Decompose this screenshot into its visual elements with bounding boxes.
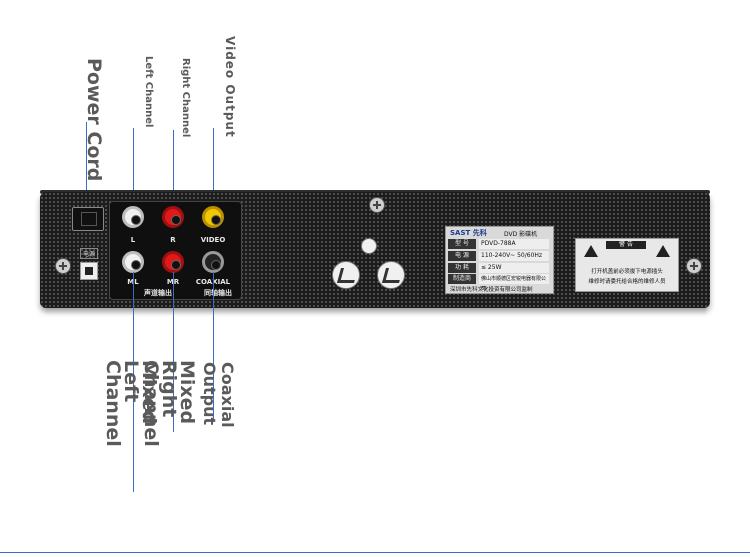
nameplate-product: DVD 影碟机	[504, 231, 538, 238]
power-socket	[72, 207, 104, 231]
screw-icon	[686, 258, 702, 274]
nameplate-key: 功 耗	[448, 263, 476, 273]
nameplate-row: 型 号 PDVD-788A	[448, 239, 549, 249]
warning-label: 警 告 打开机盖前必须拔下电源插头 维修时请委托给合格的维修人员	[575, 238, 679, 292]
r-jack-label: R	[170, 236, 176, 244]
l-jack-label: L	[130, 236, 136, 244]
power-cord-line	[86, 122, 87, 210]
power-cord-label: Power Cord	[83, 58, 105, 182]
nameplate-value: 佛山市顺德区宏锐电器有限公司	[479, 274, 549, 292]
left-channel-label: Left Channel	[143, 56, 154, 128]
coaxial-jack-label: COAXIAL	[188, 278, 238, 286]
mixed-right-label: Mixed Right Channel	[140, 360, 198, 447]
nameplate-value: ≤ 25W	[479, 263, 549, 273]
nameplate-value: PDVD-788A	[479, 239, 549, 249]
optical-port	[80, 262, 98, 280]
r-jack	[162, 206, 184, 228]
nameplate-key: 型 号	[448, 239, 476, 249]
warning-triangle-icon	[656, 245, 670, 257]
nameplate-row: 电 源 110-240V~ 50/60Hz	[448, 251, 549, 261]
left-channel-line	[133, 128, 134, 210]
coaxial-output-label: Coaxial Output	[200, 362, 237, 428]
nameplate-brand: SAST 先科	[450, 229, 487, 237]
ccc-cert-icon	[361, 238, 377, 254]
energy-cert-icon	[332, 261, 360, 289]
bottom-divider	[0, 552, 750, 553]
nameplate-footer: 深圳市先科文化投资有限公司监制	[450, 287, 533, 293]
nameplate-key: 制造商	[448, 274, 476, 284]
coax-out-label: 同轴输出	[204, 289, 232, 297]
warning-triangle-icon	[584, 245, 598, 257]
ml-jack	[122, 251, 144, 273]
nameplate-row: 制造商 佛山市顺德区宏锐电器有限公司	[448, 274, 549, 292]
mr-jack	[162, 251, 184, 273]
nameplate-value: 110-240V~ 50/60Hz	[479, 251, 549, 261]
safety-cert-icon	[377, 261, 405, 289]
warning-line-1: 打开机盖前必须拔下电源插头	[591, 269, 663, 275]
coaxial-jack	[202, 251, 224, 273]
warning-line-2: 维修时请委托给合格的维修人员	[588, 279, 666, 285]
nameplate-row: 功 耗 ≤ 25W	[448, 263, 549, 273]
video-jack	[202, 206, 224, 228]
rating-nameplate: SAST 先科 DVD 影碟机 型 号 PDVD-788A 电 源 110-24…	[445, 226, 554, 294]
video-output-line	[213, 128, 214, 210]
video-output-label: Video Output	[223, 36, 237, 138]
mixed-right-line	[173, 272, 174, 432]
right-channel-label: Right Channel	[180, 58, 191, 138]
l-jack	[122, 206, 144, 228]
mixed-left-line	[133, 272, 134, 492]
audio-out-label: 声道输出	[144, 289, 172, 297]
screw-icon	[55, 258, 71, 274]
power-tag: 电源	[80, 248, 99, 259]
panel-shadow	[46, 308, 706, 316]
warning-title: 警 告	[606, 241, 646, 249]
screw-icon	[369, 197, 385, 213]
mr-jack-label: MR	[148, 278, 198, 286]
coaxial-output-line	[213, 272, 214, 422]
video-jack-label: VIDEO	[200, 236, 226, 244]
right-channel-line	[173, 130, 174, 210]
nameplate-key: 电 源	[448, 251, 476, 261]
